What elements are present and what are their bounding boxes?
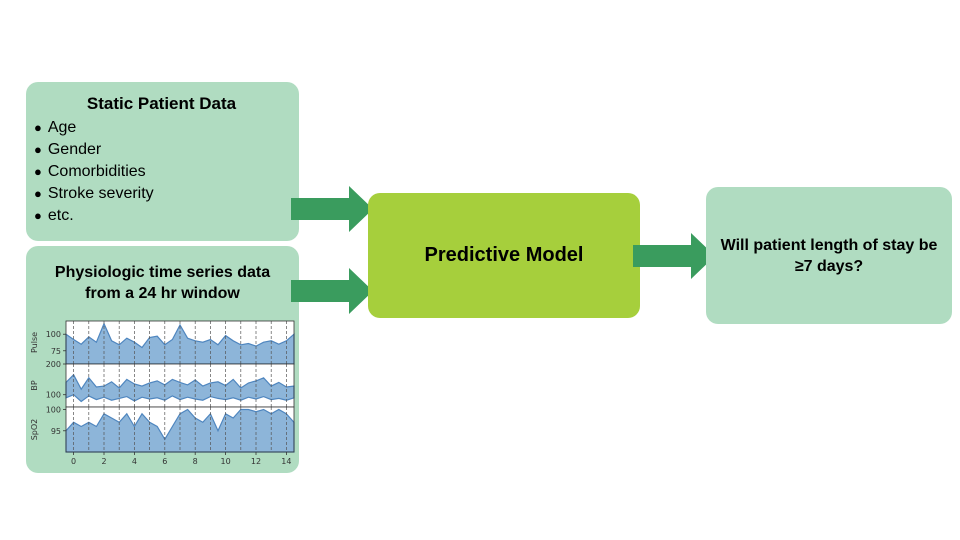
y-axis-label-bp: BP: [30, 380, 39, 390]
list-item: Gender: [34, 139, 289, 161]
y-tick-label: 100: [46, 406, 61, 415]
arrow-model-to-output: [633, 233, 715, 279]
y-tick-label: 95: [51, 427, 61, 436]
x-tick-label: 14: [281, 457, 291, 466]
predictive-model-box: Predictive Model: [368, 193, 640, 318]
x-tick-label: 10: [221, 457, 231, 466]
list-item: etc.: [34, 205, 289, 227]
y-tick-label: 200: [46, 360, 61, 369]
time-series-title-line2: from a 24 hr window: [85, 285, 240, 302]
list-item: Age: [34, 117, 289, 139]
series-area-spo2: [65, 408, 295, 453]
time-series-box: Physiologic time series data from a 24 h…: [26, 246, 299, 473]
x-tick-label: 6: [162, 457, 167, 466]
static-patient-data-box: Static Patient Data Age Gender Comorbidi…: [26, 82, 299, 241]
arrow-static-to-model: [291, 186, 373, 232]
y-tick-label: 75: [51, 347, 61, 356]
time-series-title-line1: Physiologic time series data: [54, 264, 271, 281]
y-axis-label-spo2: SpO2: [30, 419, 39, 441]
static-data-list: Age Gender Comorbidities Stroke severity…: [34, 117, 289, 227]
x-tick-label: 12: [251, 457, 261, 466]
x-tick-label: 0: [71, 457, 76, 466]
x-tick-label: 4: [132, 457, 137, 466]
static-box-title: Static Patient Data: [86, 94, 237, 113]
arrow-timeseries-to-model: [291, 268, 373, 314]
time-series-title: Physiologic time series data from a 24 h…: [26, 262, 299, 304]
panel-frame: [65, 406, 295, 453]
y-tick-label: 100: [46, 330, 61, 339]
list-item: Comorbidities: [34, 161, 289, 183]
y-tick-label: 100: [46, 391, 61, 400]
list-item: Stroke severity: [34, 183, 289, 205]
output-question-box: Will patient length of stay be ≥7 days?: [706, 187, 952, 324]
y-axis-label-pulse: Pulse: [30, 332, 39, 353]
x-tick-label: 2: [101, 457, 106, 466]
predictive-model-label: Predictive Model: [424, 244, 584, 266]
output-question-label: Will patient length of stay be ≥7 days?: [720, 236, 938, 275]
x-tick-label: 8: [193, 457, 198, 466]
